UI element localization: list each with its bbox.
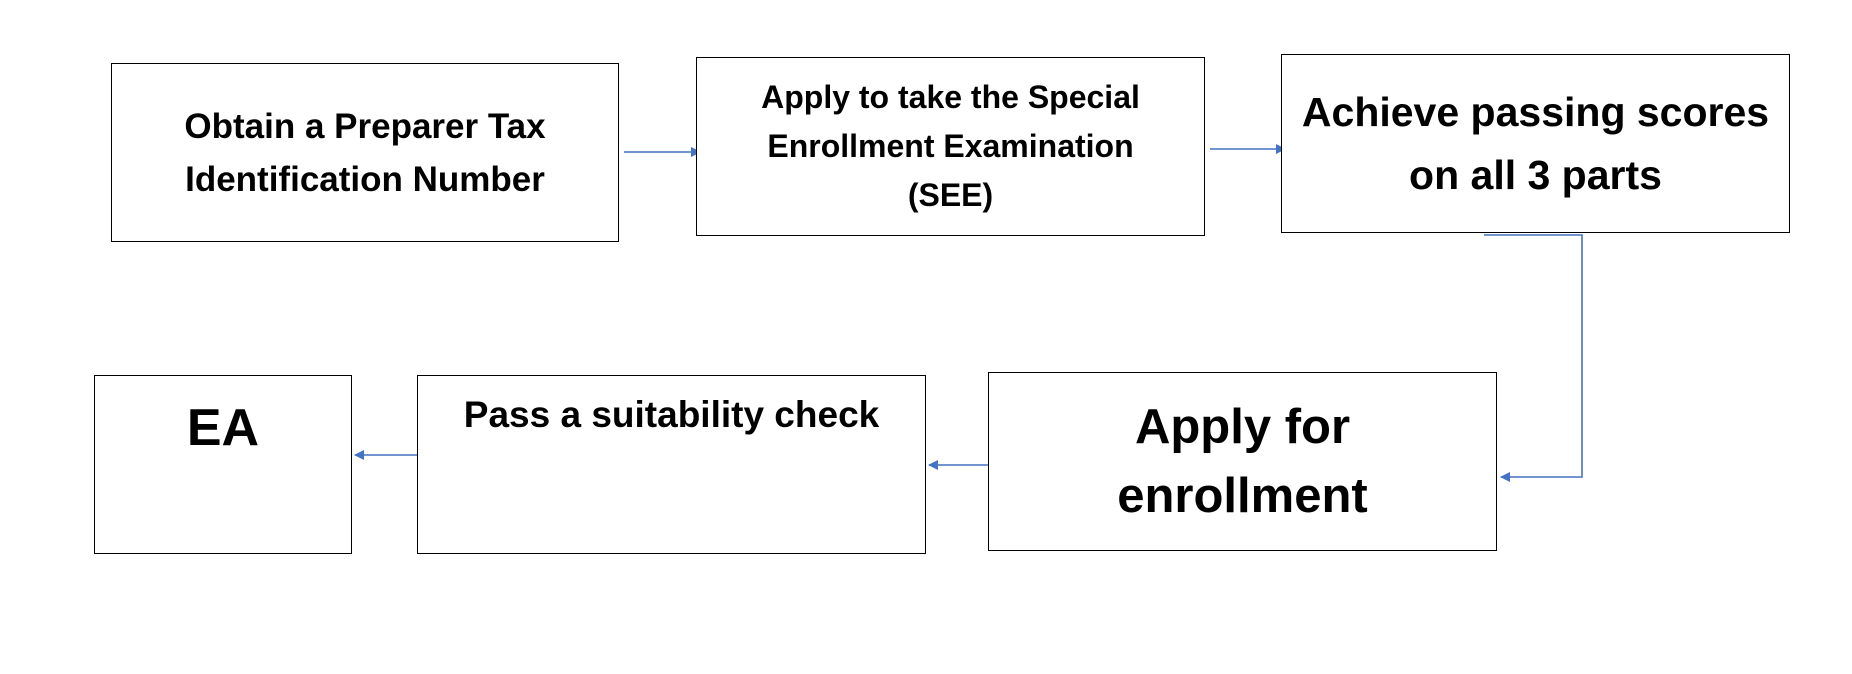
step-box-apply-see: Apply to take the Special Enrollment Exa…	[696, 57, 1205, 236]
step-label-obtain-ptin: Obtain a Preparer Tax Identification Num…	[184, 106, 546, 199]
step-box-obtain-ptin: Obtain a Preparer Tax Identification Num…	[111, 63, 619, 242]
step-label-suitability-check: Pass a suitability check	[463, 394, 880, 435]
step-box-achieve-passing-scores: Achieve passing scores on all 3 parts	[1281, 54, 1790, 233]
step-label-ea: EA	[186, 399, 260, 457]
step-box-ea: EA	[94, 375, 352, 554]
step-label-achieve-passing-scores: Achieve passing scores on all 3 parts	[1301, 88, 1770, 198]
step-box-apply-for-enrollment: Apply for enrollment	[988, 372, 1497, 551]
arrow-step3-to-step4	[1484, 234, 1583, 482]
step-label-apply-for-enrollment: Apply for enrollment	[1117, 399, 1368, 523]
step-box-suitability-check: Pass a suitability check	[417, 375, 926, 554]
step-label-apply-see: Apply to take the Special Enrollment Exa…	[761, 79, 1140, 213]
